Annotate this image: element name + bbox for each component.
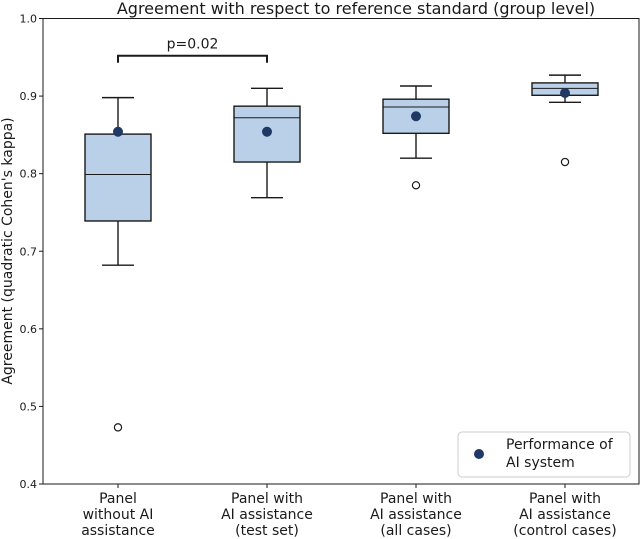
- y-axis-label: Agreement (quadratic Cohen's kappa): [0, 117, 16, 384]
- significance-annotation: p=0.02: [117, 37, 268, 63]
- box-iqr: [84, 133, 152, 222]
- y-axis-ticks: 0.4 0.5 0.6 0.7 0.8 0.9 1.0: [20, 13, 43, 491]
- outlier-point: [113, 423, 123, 432]
- y-tick-label: 0.5: [20, 400, 38, 413]
- outlier-point: [411, 181, 421, 190]
- legend-marker: [474, 449, 484, 459]
- y-tick-label: 0.7: [20, 245, 38, 258]
- box-series: [84, 74, 599, 432]
- ai-performance-marker: [113, 126, 123, 137]
- box-3: [382, 85, 450, 190]
- box-4: [531, 74, 599, 167]
- outlier-point: [560, 157, 570, 167]
- y-tick-label: 0.4: [20, 478, 38, 491]
- ai-performance-marker: [411, 111, 421, 122]
- ai-performance-marker: [560, 87, 570, 98]
- p-value-label: p=0.02: [167, 37, 219, 53]
- box-2: [233, 87, 301, 199]
- y-tick-label: 1.0: [20, 13, 38, 26]
- chart-title: Agreement with respect to reference stan…: [117, 0, 595, 18]
- significance-bracket: [117, 54, 268, 63]
- ai-performance-marker: [262, 126, 272, 137]
- legend-label-line-2: AI system: [506, 455, 575, 471]
- y-tick-label: 0.8: [20, 168, 38, 181]
- y-tick-label: 0.9: [20, 90, 38, 103]
- y-tick-label: 0.6: [20, 323, 38, 336]
- legend: Performance of AI system: [457, 431, 631, 478]
- box-1: [84, 96, 152, 432]
- legend-box: [457, 431, 631, 478]
- legend-label-line-1: Performance of: [506, 437, 614, 453]
